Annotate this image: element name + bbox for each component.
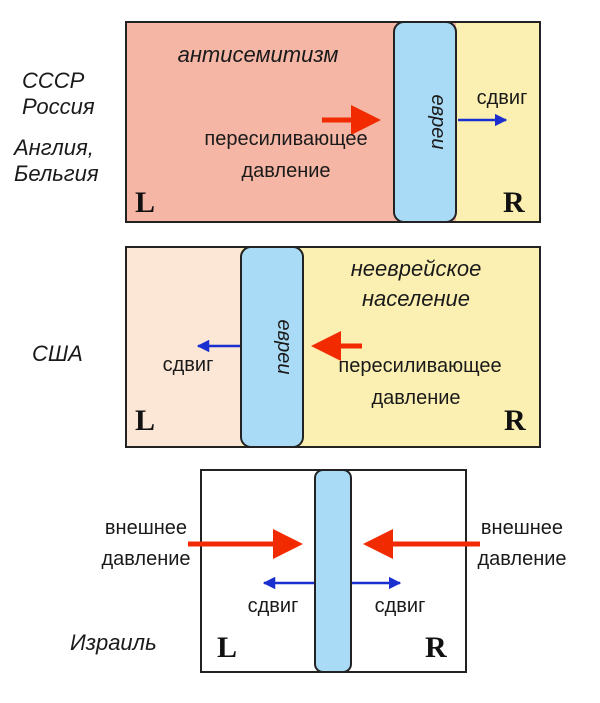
panel1-jews-bar [393, 21, 457, 223]
panel1-shift-label: сдвиг [477, 87, 528, 109]
panel1-pressure-line2: давление [241, 160, 330, 182]
label-usa: США [32, 341, 83, 366]
panel2-frame [125, 246, 541, 448]
panel2-jews-bar [240, 246, 304, 448]
label-england: Англия, [12, 135, 94, 160]
label-israel: Израиль [70, 630, 157, 655]
panel2-shift-label: сдвиг [163, 354, 214, 376]
panel2-jews-label: евреи [273, 320, 295, 375]
panel-usa: евреи нееврейское население пересиливающ… [125, 246, 541, 448]
panel3-right-pressure-line1: внешнее [481, 517, 563, 539]
panel3-left-shift-label: сдвиг [248, 595, 299, 617]
panel-israel: внешнее давление внешнее давление сдвиг … [101, 469, 567, 673]
label-russia: Россия [22, 94, 95, 119]
panel3-right-shift-label: сдвиг [375, 595, 426, 617]
panel1-left-letter: L [135, 186, 155, 219]
panel1-pressure-line1: пересиливающее [204, 128, 367, 150]
panel1-title: антисемитизм [178, 42, 339, 67]
panel3-right-pressure-line2: давление [477, 548, 566, 570]
panel2-right-letter: R [504, 404, 526, 437]
panel3-jews-bar [314, 469, 352, 673]
panel2-pressure-line1: пересиливающее [338, 355, 501, 377]
panel2-pressure-line2: давление [371, 387, 460, 409]
panel1-frame [125, 21, 541, 223]
panel2-title-line1: нееврейское [351, 256, 482, 281]
panel3-right-letter: R [425, 631, 447, 664]
panel3-left-pressure-line1: внешнее [105, 517, 187, 539]
panel1-jews-label: евреи [427, 95, 449, 150]
label-ussr: СССР [22, 68, 85, 93]
panel1-right-area [456, 22, 540, 222]
panel3-left-pressure-line2: давление [101, 548, 190, 570]
panel2-left-letter: L [135, 404, 155, 437]
label-belgium: Бельгия [14, 161, 99, 186]
panel-ussr-europe: антисемитизм евреи пересиливающее давлен… [125, 21, 541, 223]
panel3-left-letter: L [217, 631, 237, 664]
panel2-title-line2: население [362, 286, 470, 311]
panel1-right-letter: R [503, 186, 525, 219]
